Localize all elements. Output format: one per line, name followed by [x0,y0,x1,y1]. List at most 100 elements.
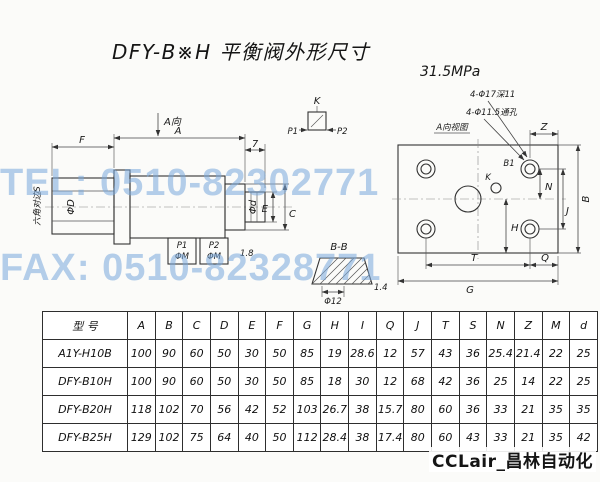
label-dim-phi12: Φ12 [324,297,342,307]
value-cell: 35 [569,395,598,424]
label-dim-q: Q [541,253,549,264]
value-cell: 17.4 [375,423,405,452]
label-port-p2: P2 [209,241,220,251]
value-cell: 25 [569,339,598,368]
value-cell: 56 [209,395,239,424]
value-cell: 35 [541,395,571,424]
label-hex-flats: 六角对边S [32,186,43,226]
value-cell: 43 [431,339,460,368]
label-phi-d: Φd [248,199,259,214]
value-cell: 52 [265,395,294,424]
value-cell: 22 [541,339,571,368]
col-header: B [154,311,184,340]
value-cell: 90 [154,367,184,396]
model-cell: A1Y-H10B [42,339,128,368]
label-dim-c: C [289,209,296,220]
value-cell: 40 [237,423,267,452]
value-cell: 28.6 [348,339,377,368]
label-dim-h: H [511,223,519,234]
label-view-a-title: A向视图 [435,122,469,133]
value-cell: 50 [209,367,239,396]
value-cell: 19 [320,339,350,368]
pressure-rating: 31.5MPa [420,64,481,80]
value-cell: 70 [182,395,211,424]
value-cell: 60 [431,395,460,424]
col-header: G [292,311,322,340]
value-cell: 36 [458,395,488,424]
col-header: T [431,311,460,340]
value-cell: 102 [154,395,184,424]
value-cell: 100 [127,339,156,368]
value-cell: 36 [458,367,488,396]
label-dim-e: E [262,204,269,215]
label-section-bb: B-B [330,242,347,253]
value-cell: 50 [265,339,294,368]
col-header: D [209,311,239,340]
label-view-k: K [485,173,492,183]
side-view: 六角对边S ΦD Φd F A 7 A向 E [32,113,296,265]
col-header: J [403,311,433,340]
value-cell: 12 [375,367,405,396]
valve-symbol: K P1 P2 [287,96,347,137]
value-cell: 85 [292,339,322,368]
page-title: DFY-B※H 平衡阀外形尺寸 [112,40,370,64]
col-header-model: 型 号 [42,311,128,340]
label-dim-b: B [581,195,592,202]
value-cell: 22 [541,367,571,396]
section-bb: B-B Φ12 1.4 [311,242,388,307]
value-cell: 90 [154,339,184,368]
value-cell: 21 [513,395,543,424]
value-cell: 42 [237,395,267,424]
col-header: I [348,311,377,340]
value-cell: 25 [486,367,515,396]
col-header: A [127,311,156,340]
value-cell: 28.4 [320,423,350,452]
label-dim-b1: B1 [503,159,514,169]
col-header: S [458,311,488,340]
label-dim-1-8: 1.8 [240,249,254,259]
label-dim-g: G [466,285,474,296]
label-port-p2-m: ΦM [207,252,222,262]
label-dim-n: N [545,182,553,193]
value-cell: 42 [431,367,460,396]
label-note-cbore: 4-Φ17深11 [470,89,515,100]
col-header: E [237,311,267,340]
label-dim-j: J [564,206,569,217]
label-port-p1-m: ΦM [175,252,190,262]
value-cell: 30 [237,339,267,368]
col-header: N [486,311,515,340]
value-cell: 112 [292,423,322,452]
value-cell: 75 [182,423,211,452]
value-cell: 60 [182,367,211,396]
label-view-a-dir: A向 [163,116,182,128]
value-cell: 118 [127,395,156,424]
value-cell: 25 [569,367,598,396]
value-cell: 21.4 [513,339,543,368]
model-cell: DFY-B20H [42,395,128,424]
model-cell: DFY-B25H [42,423,128,452]
label-dim-t: T [471,253,478,264]
value-cell: 100 [127,367,156,396]
value-cell: 103 [292,395,322,424]
label-dim-z: Z [540,122,549,133]
label-sym-p1: P1 [287,127,298,137]
value-cell: 30 [348,367,377,396]
value-cell: 80 [403,423,433,452]
value-cell: 30 [237,367,267,396]
value-cell: 57 [403,339,433,368]
value-cell: 68 [403,367,433,396]
value-cell: 12 [375,339,405,368]
value-cell: 26.7 [320,395,350,424]
col-header: M [541,311,571,340]
value-cell: 85 [292,367,322,396]
label-sym-k: K [314,96,322,107]
value-cell: 80 [403,395,433,424]
value-cell: 36 [458,339,488,368]
label-dim-7: 7 [252,139,259,150]
value-cell: 33 [486,395,515,424]
